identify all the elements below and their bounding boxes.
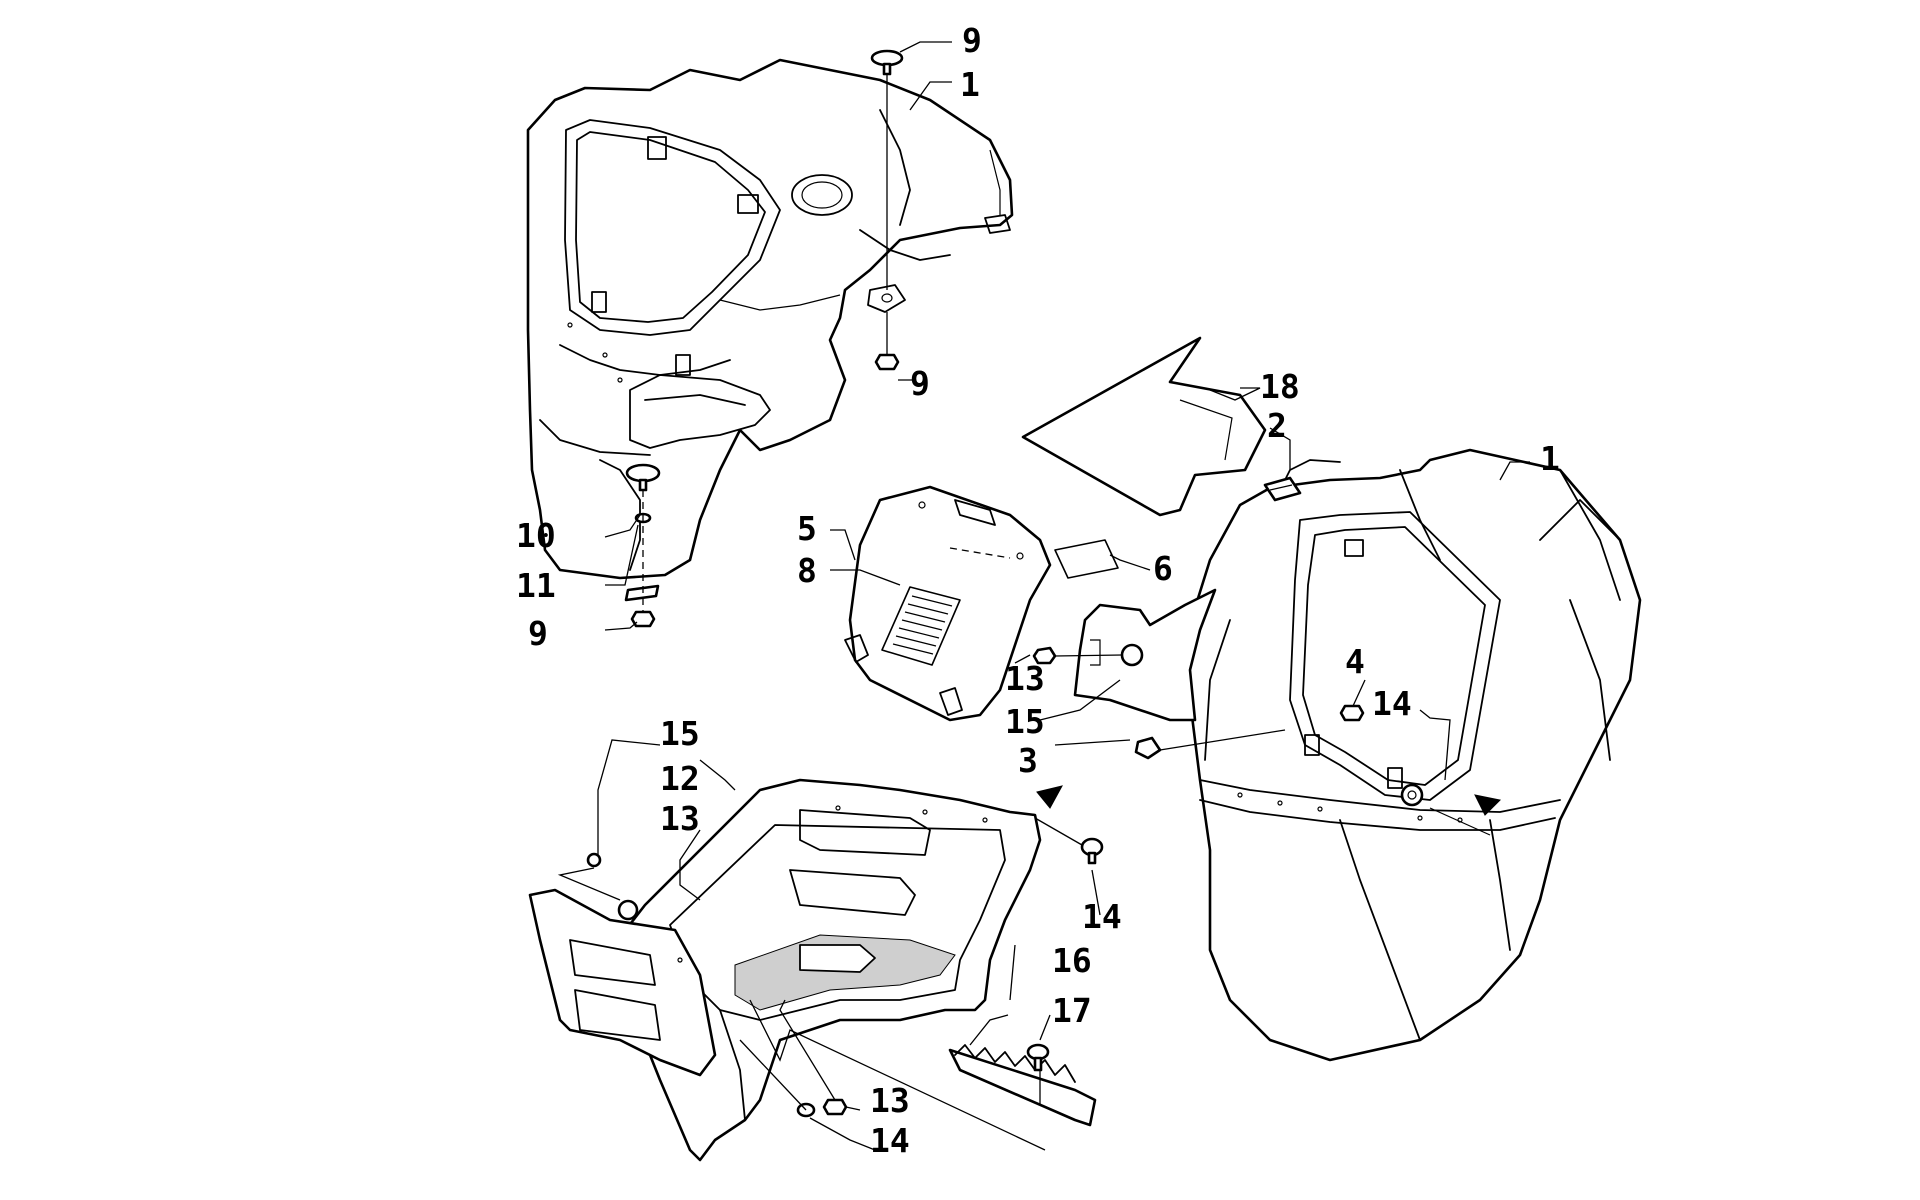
callout-18: 18 (1260, 367, 1300, 406)
callout-2: 2 (1267, 406, 1287, 445)
callout-4: 4 (1345, 642, 1365, 681)
callout-10: 10 (516, 516, 556, 555)
panel-18 (1021, 336, 1267, 517)
label-6 (1054, 539, 1119, 579)
callout-8: 9 (962, 21, 982, 60)
callout-16: 16 (1052, 941, 1092, 980)
callout-13-lower: 13 (870, 1081, 910, 1120)
washer-10 (625, 463, 661, 492)
spacer-washer (624, 584, 660, 602)
arrow-marker-right (1474, 794, 1502, 816)
bracket-2 (1263, 476, 1302, 502)
callout-9-lower: 9 (528, 614, 548, 653)
callout-12: 12 (660, 759, 700, 798)
rear-fender-part (1183, 448, 1642, 1062)
front-fender-part (526, 58, 1014, 580)
callout-14-rear: 14 (1372, 684, 1412, 723)
callout-9-upper: 9 (910, 364, 930, 403)
nut-13-footwell (617, 899, 639, 921)
arrow-marker-left (1036, 785, 1063, 809)
callout-14-lower: 14 (870, 1121, 910, 1160)
callout-3: 3 (1018, 741, 1038, 780)
warning-decal-7 (881, 586, 961, 666)
callout-7: 8 (797, 551, 817, 590)
footwell-part (608, 778, 1042, 1162)
callout-15-footwell: 15 (660, 714, 700, 753)
callout-5: 5 (797, 509, 817, 548)
nut-9-lower (630, 610, 656, 628)
side-flap (528, 888, 717, 1077)
clip-3 (1134, 736, 1162, 760)
nut-4 (1339, 704, 1365, 722)
callout-6: 6 (1153, 549, 1173, 588)
screw-14-footwell-right (1080, 837, 1104, 865)
storage-lid-part (844, 485, 1052, 722)
callout-1-front: 1 (960, 65, 980, 104)
callout-13-side: 13 (1005, 659, 1045, 698)
nut-13-lower (822, 1098, 848, 1116)
callout-11: 11 (516, 566, 556, 605)
footpeg-16 (948, 1044, 1097, 1127)
callout-15-side: 15 (1005, 702, 1045, 741)
callout-13-footwell: 13 (660, 799, 700, 838)
callout-17: 17 (1052, 991, 1092, 1030)
nut-9-upper (874, 353, 900, 371)
screw-15-footwell (586, 852, 602, 868)
push-rivet-8 (870, 49, 904, 76)
screw-17 (1026, 1043, 1050, 1072)
screw-14-rear (1400, 783, 1424, 807)
callout-1-rear: 1 (1540, 439, 1560, 478)
nut-13-side (1032, 646, 1057, 665)
callout-14-footwell: 14 (1082, 897, 1122, 936)
